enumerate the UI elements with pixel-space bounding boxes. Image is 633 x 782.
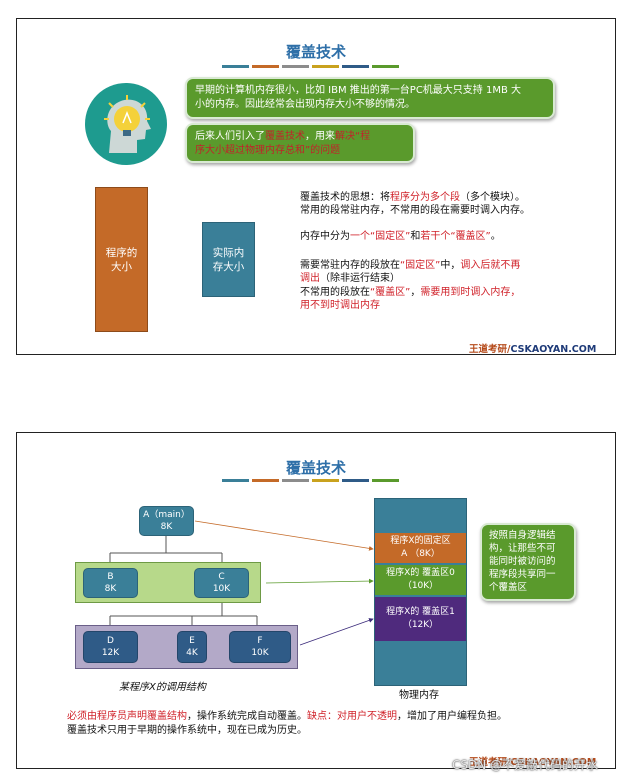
note-1b: ，操作系统完成自动覆盖。 <box>187 711 307 722</box>
overlay1-label: 程序X的 覆盖区1 <box>386 607 455 617</box>
idea-line-6: 不常用的段放在“覆盖区”，需要用到时调入内存， <box>300 286 520 299</box>
idea-3a: 内存中分为 <box>300 231 350 242</box>
program-size-box: 程序的 大小 <box>95 187 148 332</box>
note-1d: ，增加了用户编程负担。 <box>397 711 507 722</box>
idea-line-1: 覆盖技术的思想：将程序分为多个段（多个模块）。 <box>300 191 525 204</box>
slide2-title: 覆盖技术 <box>285 459 346 477</box>
fixed-area-size: A （8K） <box>401 549 440 559</box>
idea-line-2: 常用的段常驻内存，不常用的段在需要时调入内存。 <box>300 205 530 216</box>
solution-text-a: 后来人们引入了 <box>195 131 265 142</box>
node-e-label: E <box>189 636 195 646</box>
idea-6c: ， <box>410 287 421 298</box>
watermark-1b: CSKAOYAN.COM <box>510 344 597 355</box>
history-callout: 早期的计算机内存很小，比如 IBM 推出的第一台PC机最大只支持 1MB 大 小… <box>185 77 555 119</box>
solution-text-c: ，用来 <box>305 131 335 142</box>
idea-line-5: 调出（除非运行结束） <box>300 272 400 285</box>
memory-size-box: 实际内 存大小 <box>202 222 255 297</box>
csdn-overlay-watermark: CSDN @不爱敲代码的开水 <box>452 758 599 772</box>
node-b-label: B <box>107 572 114 582</box>
fixed-area-label: 程序X的固定区 <box>390 536 451 546</box>
idea-3b: 一个“固定区” <box>350 231 411 242</box>
node-e-size: 4K <box>186 648 198 658</box>
solution-callout: 后来人们引入了覆盖技术，用来解决“程序大小超过物理内存总和”的问题 <box>185 123 415 163</box>
idea-1c: （多个模块）。 <box>460 192 525 203</box>
physical-memory-caption: 物理内存 <box>399 690 439 701</box>
history-line-2: 小的内存。因此经常会出现内存大小不够的情况。 <box>195 99 415 110</box>
idea-line-3: 内存中分为一个“固定区”和若干个“覆盖区”。 <box>300 230 501 243</box>
slide-overlay-example: 覆盖技术 A（main） 8K B 8K C 10K <box>16 432 616 769</box>
idea-line-4: 需要常驻内存的段放在“固定区”中，调入后就不再 <box>300 259 520 272</box>
solution-text-d: 解决“程 <box>335 131 371 142</box>
node-a-size: 8K <box>160 522 173 532</box>
idea-4a: 需要常驻内存的段放在 <box>300 260 400 271</box>
idea-1a: 覆盖技术的思想：将 <box>300 192 390 203</box>
node-c-size: 10K <box>212 584 231 594</box>
memory-overlay-area-1: 程序X的 覆盖区1 （12K） <box>375 597 466 641</box>
node-c: C 10K <box>194 568 249 598</box>
solution-text-b: 覆盖技术 <box>265 131 305 142</box>
idea-6b: “覆盖区” <box>370 287 411 298</box>
slide2-watermark: 王道考研/CSKAOYAN.COM <box>469 757 597 768</box>
node-d-size: 12K <box>101 648 120 658</box>
node-b: B 8K <box>83 568 138 598</box>
slide1-color-bar <box>222 65 399 68</box>
idea-4b: “固定区” <box>400 260 441 271</box>
note-1c: 缺点：对用户不透明 <box>307 711 397 722</box>
head-lightbulb-icon <box>85 83 167 165</box>
node-b-size: 8K <box>104 584 117 594</box>
node-f-size: 10K <box>251 648 269 658</box>
node-d-label: D <box>107 636 114 646</box>
slide-overlay-intro: 覆盖技术 早期的计算机内存很小，比如 IBM 推出的第一台PC机最大只支持 1M… <box>16 18 616 355</box>
node-a-main: A（main） 8K <box>139 506 194 536</box>
idea-3d: 若干个“覆盖区” <box>420 231 491 242</box>
memory-fixed-area: 程序X的固定区 A （8K） <box>375 533 466 563</box>
history-line-1: 早期的计算机内存很小，比如 IBM 推出的第一台PC机最大只支持 1MB 大 <box>195 85 522 96</box>
node-c-label: C <box>218 572 225 582</box>
note-line-1: 必须由程序员声明覆盖结构，操作系统完成自动覆盖。缺点：对用户不透明，增加了用户编… <box>67 710 507 724</box>
slide1-title: 覆盖技术 <box>285 43 346 61</box>
node-d: D 12K <box>83 631 138 663</box>
idea-5b: （除非运行结束） <box>320 273 400 284</box>
node-f-label: F <box>257 636 263 646</box>
idea-3c: 和 <box>410 231 421 242</box>
overlay1-size: （12K） <box>402 620 439 630</box>
call-structure-caption: 某程序X的调用结构 <box>119 682 206 693</box>
idea-5a: 调出 <box>300 273 320 284</box>
idea-6a: 不常用的段放在 <box>300 287 370 298</box>
idea-1b: 程序分为多个段 <box>390 192 460 203</box>
slide2-color-bar <box>222 479 399 482</box>
overlay0-size: （10K） <box>402 581 439 591</box>
node-e: E 4K <box>177 631 207 663</box>
idea-3e: 。 <box>490 231 501 242</box>
idea-4d: 调入后就不再 <box>460 260 521 271</box>
solution-text-e: 序大小超过物理内存总和”的问题 <box>195 145 341 156</box>
sharing-callout: 按照自身逻辑结 构，让那些不可 能同时被访问的 程序段共享同一 个覆盖区 <box>480 523 576 601</box>
node-a-label: A（main） <box>143 510 190 520</box>
idea-4c: 中， <box>440 260 461 271</box>
note-1a: 必须由程序员声明覆盖结构 <box>67 711 187 722</box>
node-f: F 10K <box>229 631 291 663</box>
idea-line-7: 用不到时调出内存 <box>300 300 380 311</box>
overlay0-label: 程序X的 覆盖区0 <box>386 568 455 578</box>
memory-overlay-area-0: 程序X的 覆盖区0 （10K） <box>375 565 466 595</box>
watermark-1a: 王道考研/ <box>469 344 511 355</box>
idea-6d: 需要用到时调入内存， <box>420 287 521 298</box>
slide1-watermark: 王道考研/CSKAOYAN.COM <box>469 341 596 355</box>
note-line-2: 覆盖技术只用于早期的操作系统中，现在已成为历史。 <box>67 725 307 736</box>
